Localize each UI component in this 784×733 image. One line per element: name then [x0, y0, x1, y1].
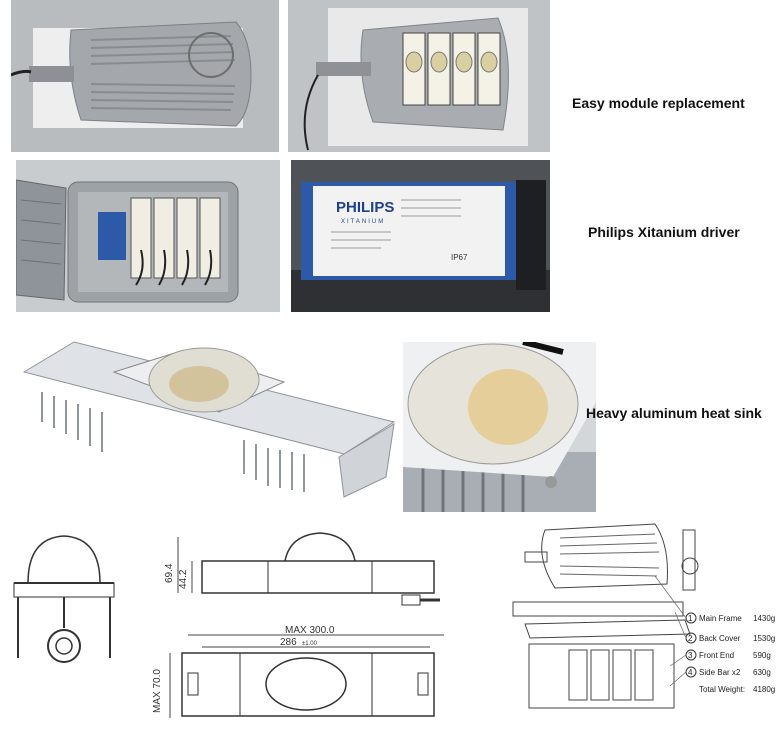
dim-height-body: 44.2	[178, 569, 189, 589]
photo-led-modules-front	[288, 0, 550, 152]
dim-height-total: 69.4	[164, 563, 175, 583]
caption-heavy-aluminum-heat-sink: Heavy aluminum heat sink	[586, 405, 762, 421]
weight-row-2-num: 2	[688, 634, 693, 643]
photo-philips-driver: PHILIPS XITANIUM IP67	[291, 160, 550, 312]
dim-max-width: MAX 70.0	[152, 669, 163, 713]
photo-streetlight-back	[11, 0, 279, 152]
drawing-dimensions: 69.4 44.2 MAX 300.0 286 ±1.00 MAX 70.0	[140, 523, 460, 718]
dim-length: 286	[280, 637, 297, 648]
driver-brand-text: PHILIPS	[336, 199, 394, 216]
photo-open-housing	[16, 160, 280, 312]
weight-row-1-value: 1430g	[753, 614, 775, 623]
weight-row-3-value: 590g	[753, 651, 771, 660]
photo-heatsink-module	[14, 322, 400, 498]
weight-row-1-num: 1	[688, 614, 693, 623]
weight-row-1-label: Main Frame	[699, 614, 742, 623]
weight-row-3-num: 3	[688, 651, 693, 660]
photo-lens-closeup	[403, 342, 596, 512]
weight-row-3-label: Front End	[699, 651, 734, 660]
caption-philips-xitanium-driver: Philips Xitanium driver	[588, 224, 740, 240]
drawing-side-view	[8, 528, 120, 706]
weight-total-label: Total Weight:	[699, 685, 745, 694]
weight-row-2-label: Back Cover	[699, 634, 741, 643]
caption-easy-module-replacement: Easy module replacement	[572, 95, 745, 111]
weight-row-4-value: 630g	[753, 668, 771, 677]
drawing-exploded-view: 1 Main Frame 1430g 2 Back Cover 1530g 3 …	[485, 516, 780, 728]
weight-total-value: 4180g	[753, 685, 775, 694]
weight-row-4-num: 4	[688, 668, 693, 677]
driver-ip-rating: IP67	[451, 253, 468, 262]
dim-max-length: MAX 300.0	[285, 625, 335, 636]
dim-length-tolerance: ±1.00	[302, 641, 318, 647]
driver-product-text: XITANIUM	[341, 219, 385, 225]
weight-row-4-label: Side Bar x2	[699, 668, 741, 677]
weight-row-2-value: 1530g	[753, 634, 775, 643]
